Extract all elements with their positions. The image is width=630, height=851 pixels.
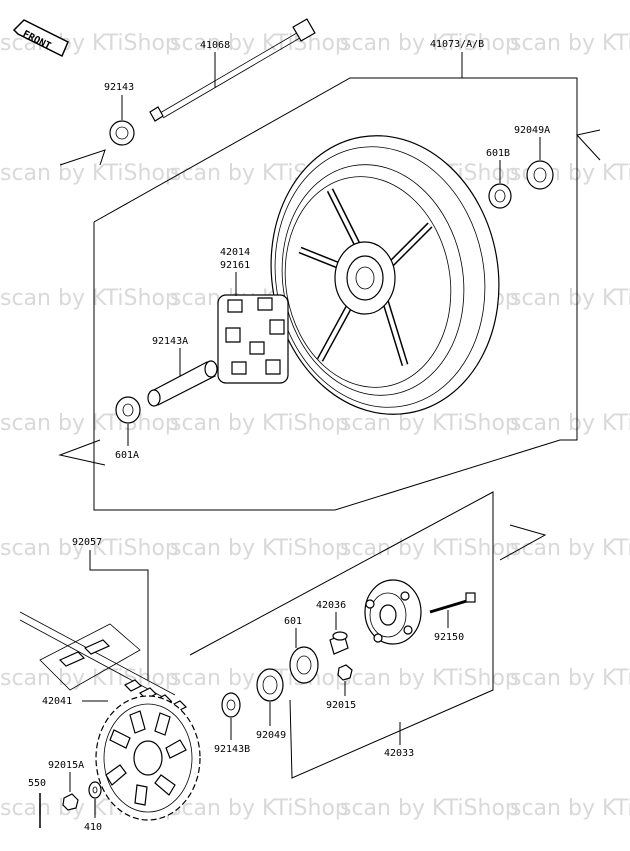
coupling-42033 [364, 579, 422, 645]
watermark: scan by KTiShop [170, 536, 349, 561]
lower-assembly-outline [189, 491, 494, 779]
bearing-601a [115, 396, 141, 424]
label-92015a: 92015A [48, 760, 84, 771]
watermark: scan by KTiShop [0, 286, 179, 311]
bearing-601 [289, 646, 319, 684]
label-550: 550 [28, 778, 46, 789]
watermark: scan by KTiShop [0, 161, 179, 186]
watermark: scan by KTiShop [340, 31, 519, 56]
label-92143a: 92143A [152, 336, 188, 347]
damper-42014 [217, 294, 289, 384]
label-92015: 92015 [326, 700, 356, 711]
label-42014: 42014 [220, 247, 250, 258]
label-41068: 41068 [200, 40, 230, 51]
sprocket-42041 [95, 695, 201, 821]
rear-wheel-41073 [270, 135, 500, 415]
label-601a: 601A [115, 450, 139, 461]
watermark: scan by KTiShop [170, 411, 349, 436]
label-92150: 92150 [434, 632, 464, 643]
watermark: scan by KTiShop [510, 31, 630, 56]
label-92057: 92057 [72, 537, 102, 548]
watermark: scan by KTiShop [0, 536, 179, 561]
label-92143: 92143 [104, 82, 134, 93]
watermark: scan by KTiShop [170, 796, 349, 821]
oil-seal-92049a [526, 160, 554, 190]
watermark: scan by KTiShop [170, 31, 349, 56]
watermark: scan by KTiShop [0, 411, 179, 436]
label-92049a: 92049A [514, 125, 550, 136]
watermark: scan by KTiShop [510, 411, 630, 436]
watermark: scan by KTiShop [510, 536, 630, 561]
drive-chain-92057 [19, 611, 188, 713]
bolt-92150 [429, 592, 476, 614]
label-42036: 42036 [316, 600, 346, 611]
watermark: scan by KTiShop [510, 796, 630, 821]
label-410: 410 [84, 822, 102, 833]
oil-seal-92049 [256, 668, 284, 702]
watermark: scan by KTiShop [510, 666, 630, 691]
bearing-601b [488, 183, 512, 209]
label-42033: 42033 [384, 748, 414, 759]
nut-92015 [337, 664, 353, 681]
label-42041: 42041 [42, 696, 72, 707]
label-601b: 601B [486, 148, 510, 159]
leader-92057 [89, 550, 149, 680]
label-601: 601 [284, 616, 302, 627]
watermark: scan by KTiShop [340, 666, 519, 691]
washer-410 [88, 781, 102, 799]
collar-92143a [147, 360, 218, 407]
collar-42036 [329, 631, 349, 655]
nut-92015a [62, 793, 79, 811]
label-92143b: 92143B [214, 744, 250, 755]
watermark: scan by KTiShop [510, 286, 630, 311]
axle-41068 [149, 18, 316, 122]
watermark: scan by KTiShop [340, 796, 519, 821]
label-92161: 92161 [220, 260, 250, 271]
collar-92143 [109, 120, 135, 146]
left-axis-arrow-bottom [58, 439, 106, 466]
lower-right-arrow [499, 524, 547, 561]
collar-92143b [221, 692, 241, 718]
upper-right-arrow [576, 129, 601, 161]
left-axis-arrow-top [59, 149, 106, 166]
watermark: scan by KTiShop [340, 536, 519, 561]
label-92049: 92049 [256, 730, 286, 741]
watermark: scan by KTiShop [340, 411, 519, 436]
label-41073: 41073/A/B [430, 39, 484, 50]
